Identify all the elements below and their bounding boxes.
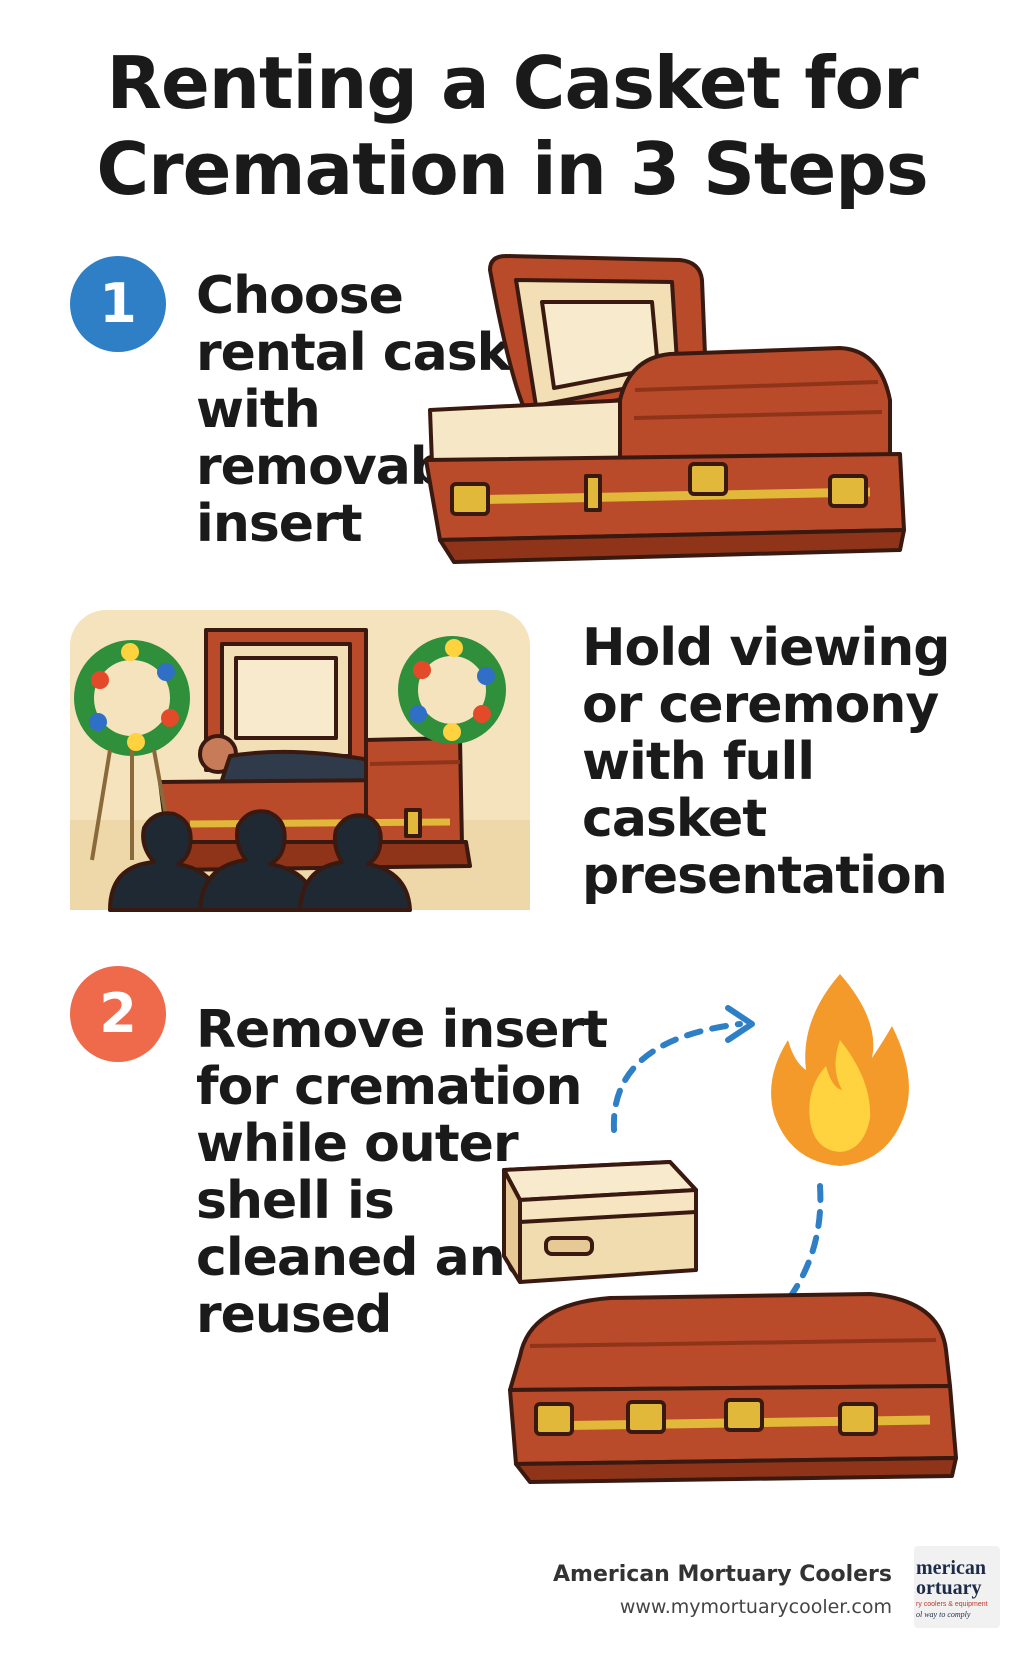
step-3-badge: 2 [70, 966, 166, 1062]
footer-company-name: American Mortuary Coolers [553, 1562, 892, 1587]
open-casket-icon [424, 254, 906, 564]
viewing-ceremony-icon [70, 610, 530, 912]
step-1-text: Choose rental casket with removable inse… [196, 266, 568, 554]
step-3-text: Remove insert for cremation while outer … [196, 1000, 608, 1345]
page-title: Renting a Casket for Cremation in 3 Step… [0, 40, 1024, 212]
step-2-text: Hold viewing or ceremony with full caske… [582, 618, 950, 906]
cremation-insert-box-icon [502, 1160, 698, 1284]
company-logo-icon: merican ortuary ry coolers & equipment o… [914, 1546, 1000, 1628]
title-line-2: Cremation in 3 Steps [96, 127, 928, 211]
logo-line-2: ortuary [916, 1577, 982, 1599]
title-line-1: Renting a Casket for [106, 41, 919, 125]
step-1-badge: 1 [70, 256, 166, 352]
flame-icon [771, 974, 909, 1166]
closed-casket-icon [508, 1292, 958, 1484]
logo-line-3: ry coolers & equipment [916, 1601, 988, 1608]
logo-line-1: merican [916, 1557, 986, 1579]
dashed-arrow-up [610, 1005, 755, 1133]
dashed-arrow-down [785, 1183, 824, 1303]
footer-website-link[interactable]: www.mymortuarycooler.com [619, 1596, 892, 1618]
logo-line-4: ol way to comply [916, 1610, 971, 1619]
